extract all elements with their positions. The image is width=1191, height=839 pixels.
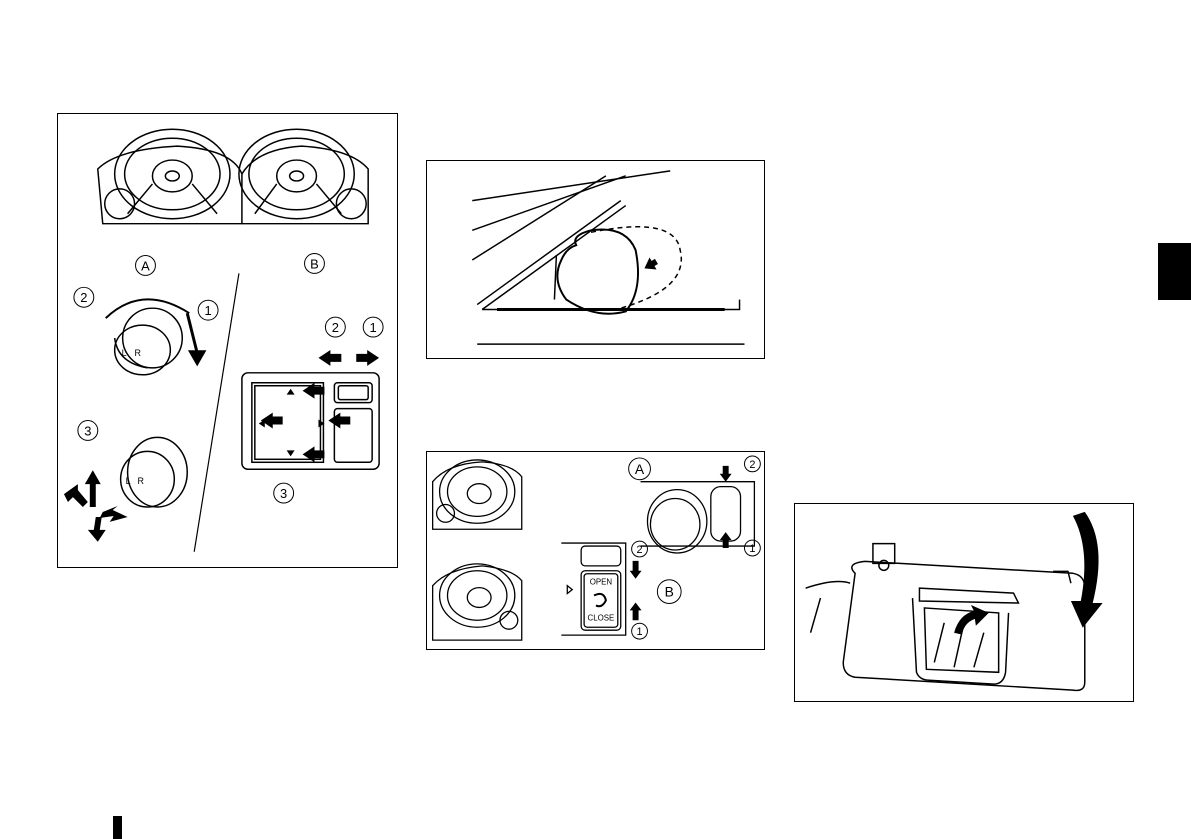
figure-mirror-fold-switch: A 2 1 OPEN CLOSE 2 1 (426, 451, 765, 650)
figure-mirror-controls: A B 2 1 3 L R L R (57, 113, 398, 568)
arrow-icon (318, 350, 379, 366)
label-b: B (665, 584, 674, 600)
dial-letter-r: R (138, 476, 145, 486)
mirror-controls-illustration: A B 2 1 3 L R L R (58, 114, 397, 567)
rearview-mirror-icon (427, 161, 764, 358)
mirror-fold-illustration: A 2 1 OPEN CLOSE 2 1 (427, 452, 764, 649)
callout-3: 3 (84, 423, 91, 438)
callout-1: 1 (205, 303, 212, 318)
section-tab (1158, 243, 1191, 300)
callout-1: 1 (370, 320, 377, 335)
callout-2: 2 (80, 290, 87, 305)
arrow-icon (259, 383, 350, 463)
callout-2: 2 (749, 459, 755, 471)
dial-letter-l: L (126, 476, 131, 486)
callout-3: 3 (280, 486, 287, 501)
arrow-icon (641, 255, 660, 274)
open-label: OPEN (590, 578, 613, 587)
page-marker (113, 816, 122, 839)
arrow-icon (630, 561, 642, 620)
figure-rearview-mirror (426, 160, 765, 359)
mirror-dial-icon: L R (121, 437, 188, 507)
figure-sun-visor (794, 503, 1134, 702)
mirror-dial-icon (641, 482, 755, 553)
steering-wheel-icon (433, 564, 522, 640)
callout-1: 1 (637, 626, 643, 638)
callout-2: 2 (637, 544, 643, 556)
sun-visor-icon (795, 504, 1133, 701)
label-b: B (310, 256, 319, 271)
label-a: A (635, 461, 645, 477)
dial-letter-r: R (135, 348, 142, 358)
label-a: A (141, 258, 150, 273)
arrow-icon (954, 512, 1102, 635)
callout-2: 2 (332, 320, 339, 335)
dial-letter-l: L (122, 348, 127, 358)
steering-wheel-icon (98, 129, 242, 223)
arrow-icon (64, 470, 128, 542)
steering-wheel-icon (239, 129, 368, 223)
mirror-dial-icon: L R (106, 299, 205, 374)
arrow-icon (720, 466, 732, 548)
steering-wheel-icon (433, 460, 522, 529)
close-label: CLOSE (588, 613, 615, 622)
